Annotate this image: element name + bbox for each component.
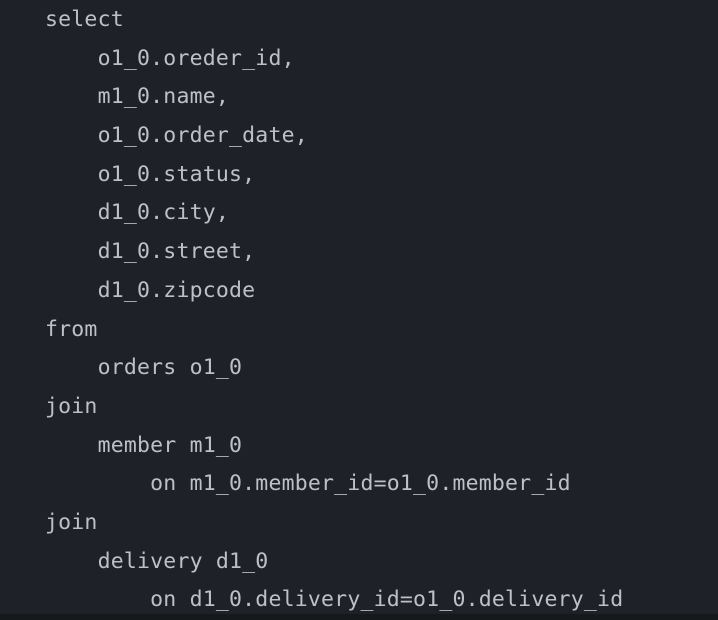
panel-bottom-border bbox=[0, 614, 718, 620]
code-line: d1_0.zipcode bbox=[45, 277, 256, 303]
code-line: on d1_0.delivery_id=o1_0.delivery_id bbox=[45, 587, 624, 613]
code-line: delivery d1_0 bbox=[45, 548, 269, 574]
code-line: o1_0.order_date, bbox=[45, 123, 308, 149]
code-line: join bbox=[45, 393, 98, 419]
code-line: o1_0.oreder_id, bbox=[45, 45, 295, 71]
code-line: from bbox=[45, 316, 98, 342]
code-line: on m1_0.member_id=o1_0.member_id bbox=[45, 471, 571, 497]
code-line: join bbox=[45, 509, 98, 535]
code-line: d1_0.city, bbox=[45, 200, 230, 226]
code-line: orders o1_0 bbox=[45, 355, 243, 381]
code-line: o1_0.status, bbox=[45, 161, 256, 187]
code-line: m1_0.name, bbox=[45, 84, 230, 110]
code-line: d1_0.street, bbox=[45, 239, 256, 265]
code-line: select bbox=[45, 7, 124, 32]
code-line: member m1_0 bbox=[45, 432, 243, 458]
